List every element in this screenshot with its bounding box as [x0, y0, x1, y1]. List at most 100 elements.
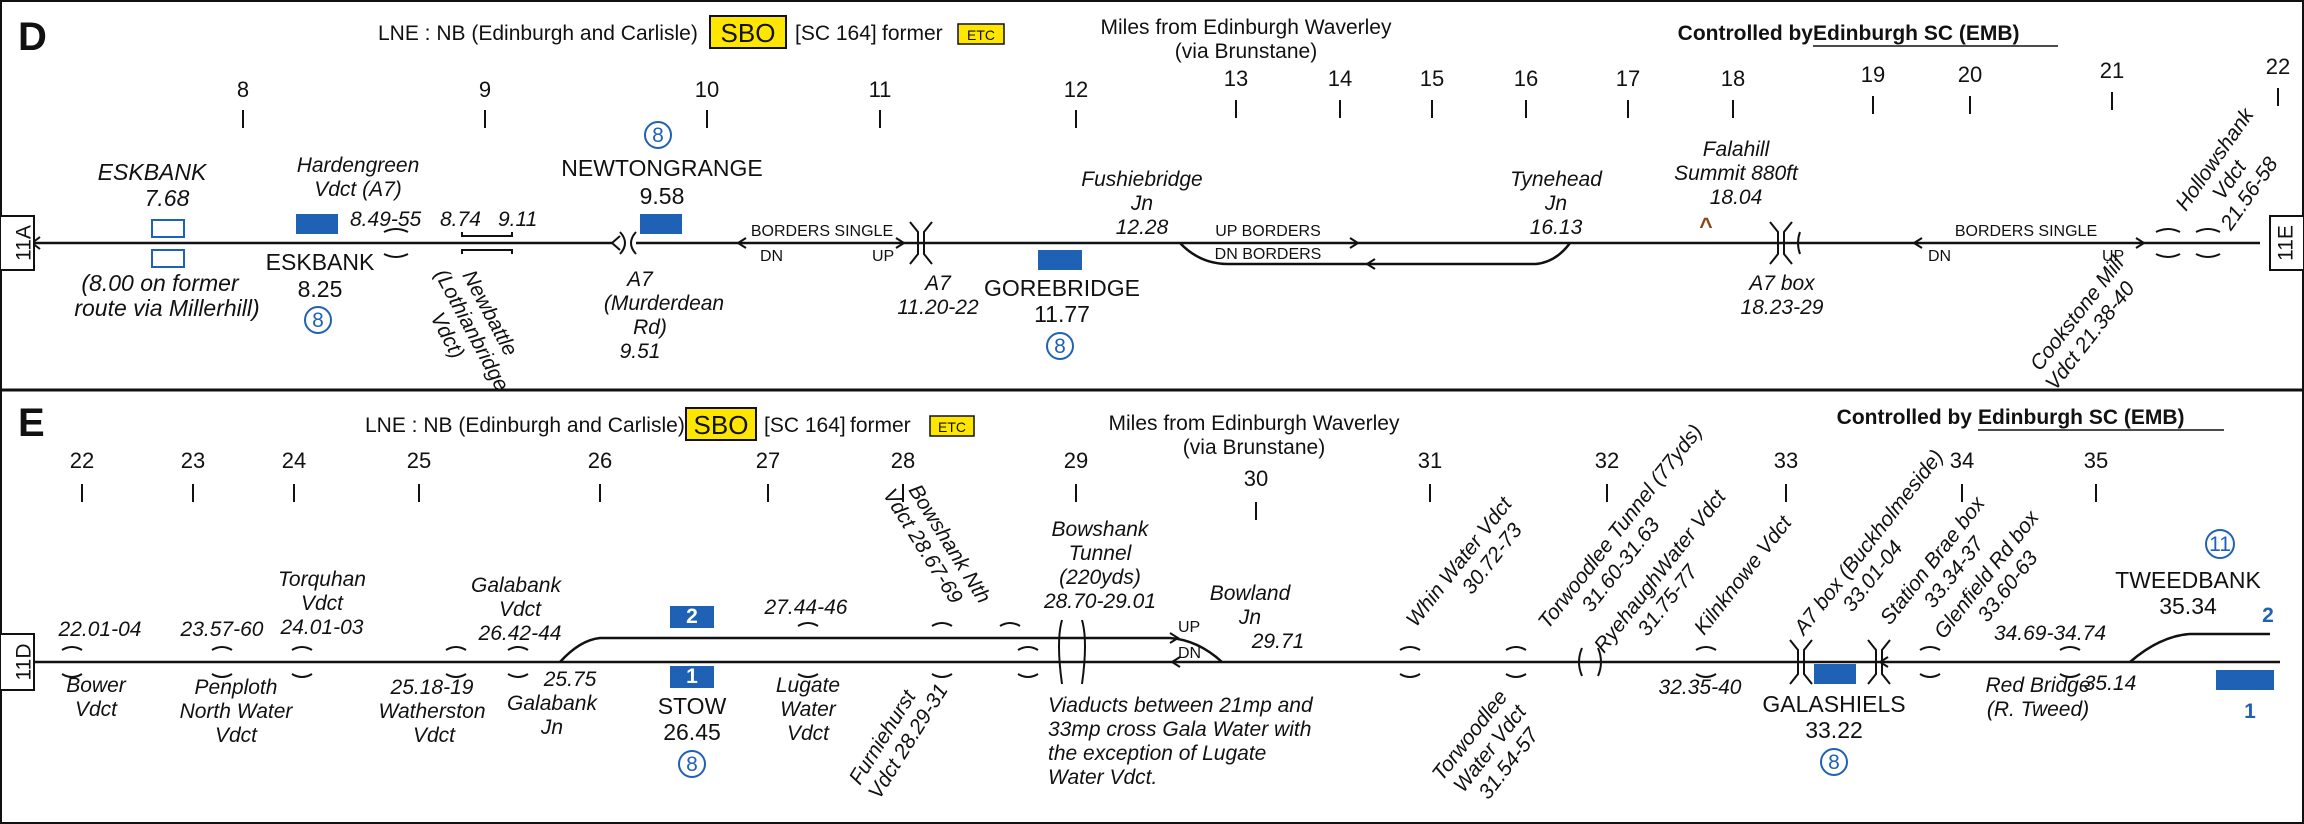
bridge-mark — [1867, 639, 1877, 685]
controlled-by: Edinburgh SC (EMB) — [1978, 406, 2184, 429]
milepost-label: 34 — [1950, 448, 1974, 473]
stow-station: 2 1 STOW 26.45 8 — [658, 605, 727, 778]
arrow-up — [1169, 632, 1180, 644]
bowshank-tunnel-3: (220yds) — [1059, 566, 1141, 589]
station-mileage: 26.45 — [663, 719, 721, 745]
milepost-label: 13 — [1224, 66, 1248, 91]
viaduct-mark — [931, 622, 953, 627]
viaduct-mark — [445, 646, 467, 651]
viaduct-mark — [507, 673, 529, 678]
station-name: ESKBANK — [266, 249, 375, 275]
station-name: GOREBRIDGE — [984, 275, 1140, 301]
panel-d-header: LNE : NB (Edinburgh and Carlisle) SBO [S… — [378, 15, 2058, 63]
a7-box-e-1: A7 box (Buckholmeside) — [1789, 446, 1948, 641]
station-mileage: 11.77 — [1034, 301, 1090, 327]
milepost-label: 8 — [237, 77, 249, 102]
galabank-jn-2: Jn — [540, 716, 563, 739]
miles-title: Miles from Edinburgh Waverley — [1101, 16, 1392, 39]
miles-title: Miles from Edinburgh Waverley — [1109, 412, 1400, 435]
milepost-label: 11 — [869, 77, 892, 102]
eskbank-note-1: (8.00 on former — [81, 270, 240, 296]
bridge-mark — [1783, 221, 1793, 265]
bracket — [461, 232, 513, 237]
arrow-up — [2135, 237, 2146, 249]
milepost-label: 15 — [1420, 66, 1444, 91]
controlled-by: Edinburgh SC (EMB) — [1813, 22, 2019, 45]
panel-e: E LNE : NB (Edinburgh and Carlisle) SBO … — [0, 401, 2280, 804]
arrow-dn — [1365, 258, 1376, 270]
watherston-mileage: 25.18-19 — [390, 676, 474, 699]
milepost-label: 22 — [70, 448, 94, 473]
red-bridge-mileage: 34.69-34.74 — [1994, 622, 2106, 645]
milepost-label: 23 — [181, 448, 205, 473]
a7-box-mileage: 18.23-29 — [1741, 296, 1824, 319]
viaduct-mark — [2059, 646, 2081, 651]
bowshank-tunnel-2: Tunnel — [1069, 542, 1133, 565]
sc-code: [SC 164] — [795, 22, 877, 45]
up-borders-label: UP BORDERS — [1215, 223, 1321, 240]
hardengreen-label-2: Vdct (A7) — [314, 178, 402, 201]
former-label: former — [850, 414, 911, 437]
station-code: 8 — [652, 124, 664, 147]
platform-1-number: 1 — [686, 665, 698, 688]
connector-11d — [0, 633, 35, 691]
lugate-mileage: 27.44-46 — [764, 596, 848, 619]
sbo-badge — [685, 407, 757, 441]
sbo-label: SBO — [721, 18, 776, 48]
viaduct-mark — [999, 622, 1021, 627]
station-mileage: 8.25 — [298, 276, 343, 302]
platform — [1814, 664, 1856, 684]
borders-single-label: BORDERS SINGLE — [1955, 223, 2097, 240]
sbo-badge — [709, 15, 787, 49]
red-bridge-2: (R. Tweed) — [1987, 698, 2089, 721]
station-mileage: 35.34 — [2159, 593, 2217, 619]
bridge-mark — [1789, 639, 1799, 685]
galabank-vdct-mileage: 26.42-44 — [478, 622, 562, 645]
milepost-label: 33 — [1774, 448, 1798, 473]
tunnel-portal — [1081, 619, 1086, 685]
arrow-dn — [1912, 237, 1923, 249]
platform-1-number: 1 — [2244, 700, 2256, 723]
viaduct-mark — [797, 673, 819, 678]
station-code: 8 — [312, 309, 324, 332]
viaduct-mark — [445, 673, 467, 678]
milepost-label: 35 — [2084, 448, 2108, 473]
bracket — [461, 249, 513, 254]
station-code: 8 — [1054, 335, 1066, 358]
milepost-label: 32 — [1595, 448, 1619, 473]
bowland-2: Jn — [1238, 606, 1261, 629]
viaduct-mark — [1695, 673, 1717, 678]
bower-2: Vdct — [75, 698, 118, 721]
tunnel-portal — [619, 231, 626, 255]
milepost-label: 27 — [756, 448, 780, 473]
viaduct-mark — [1505, 673, 1527, 678]
milepost-label: 16 — [1514, 66, 1538, 91]
fushiebridge-mileage: 12.28 — [1116, 216, 1169, 239]
newbattle-label: Newbattle (Lothianbridge Vdct) — [426, 265, 522, 394]
bridge-mark — [1769, 221, 1779, 265]
bowshank-tunnel-1: Bowshank — [1052, 518, 1150, 541]
tunnel-portal — [1578, 647, 1583, 677]
etc-label: ETC — [938, 419, 966, 435]
tunnel-portal — [1797, 231, 1801, 255]
bowshank-nth-label: Bowshank Nth Vdct 28.67-69 — [878, 480, 995, 608]
platform-2 — [670, 606, 714, 628]
platform — [296, 214, 338, 234]
line-title: LNE : NB (Edinburgh and Carlisle) — [365, 414, 685, 437]
milepost-label: 17 — [1616, 66, 1640, 91]
dn-label: DN — [1178, 645, 1201, 662]
penploth-mileage: 23.57-60 — [180, 618, 264, 641]
viaduct-mark — [61, 673, 83, 678]
milepost-label: 21 — [2100, 58, 2124, 83]
viaduct-mark — [211, 673, 233, 678]
milepost-label: 20 — [1958, 62, 1982, 87]
viaduct-mark — [2195, 253, 2221, 258]
tynehead-1: Tynehead — [1510, 168, 1603, 191]
viaduct-marks — [61, 622, 2081, 678]
viaduct-mark — [2059, 673, 2081, 678]
galabank-jn-mileage: 25.75 — [543, 668, 597, 691]
viaduct-mark — [291, 673, 313, 678]
station-name: GALASHIELS — [1762, 691, 1905, 717]
bower-1: Bower — [66, 674, 127, 697]
milepost-label: 28 — [891, 448, 915, 473]
